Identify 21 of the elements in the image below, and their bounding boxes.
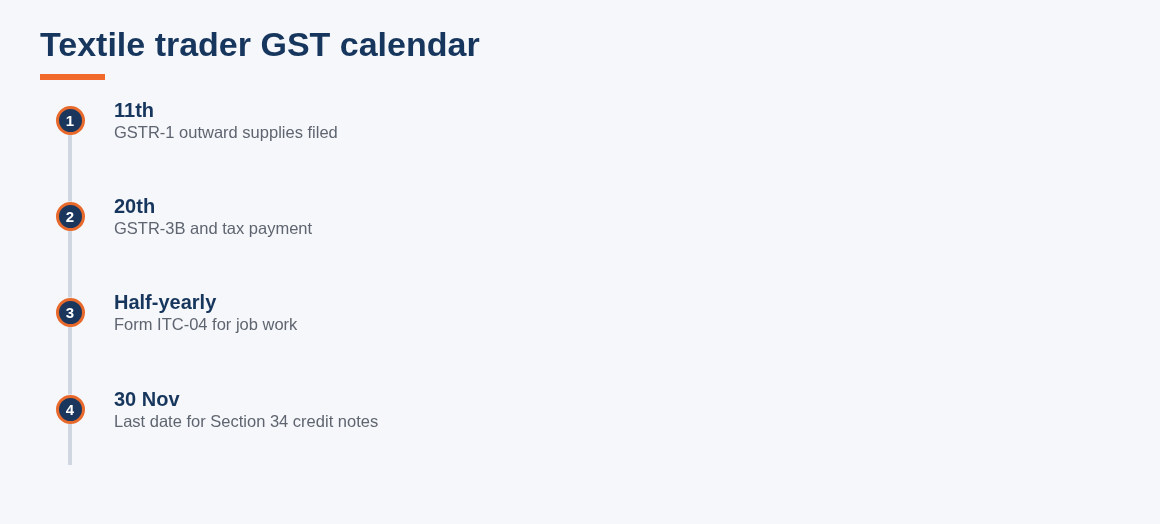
step-number: 3 (65, 304, 75, 320)
date-heading: Half-yearly (114, 290, 217, 314)
step-number: 2 (65, 208, 75, 224)
step-number: 4 (65, 401, 75, 417)
step-marker (55, 201, 85, 231)
step-marker (55, 394, 85, 424)
step-marker (55, 105, 85, 135)
diagram-title: Textile trader GST calendar (40, 24, 480, 65)
step-description: GSTR-3B and tax payment (114, 219, 313, 239)
date-heading: 20th (114, 194, 156, 218)
step-description: GSTR-1 outward supplies filed (114, 123, 338, 143)
step-number: 1 (65, 112, 75, 128)
date-heading: 30 Nov (114, 387, 180, 411)
timeline-line (68, 134, 72, 202)
timeline-line (68, 326, 72, 395)
date-heading: 11th (114, 98, 155, 122)
timeline-line (68, 230, 72, 298)
step-description: Last date for Section 34 credit notes (114, 412, 379, 432)
timeline-line (68, 423, 72, 465)
step-description: Form ITC-04 for job work (114, 315, 298, 335)
step-marker (55, 297, 85, 327)
